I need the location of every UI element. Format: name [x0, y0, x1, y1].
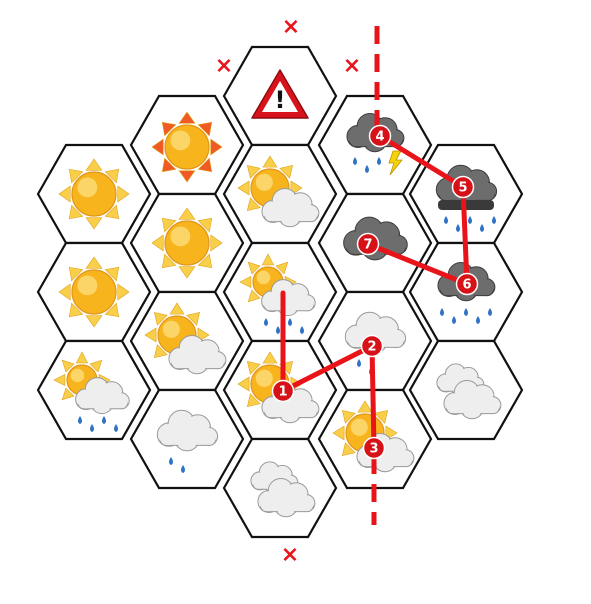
path-segment [377, 133, 466, 190]
rain-drops-icon [440, 308, 492, 324]
warning-glyph: ! [275, 86, 286, 114]
hex-cell[interactable] [129, 290, 245, 392]
path-segment [460, 184, 470, 287]
cloud-icon [75, 377, 130, 415]
hex-cell[interactable]: ! [222, 45, 338, 147]
rain-drops-icon [169, 457, 185, 473]
blocked-x-mark: × [281, 543, 299, 568]
hex-cell[interactable] [129, 192, 245, 294]
path-marker-label: 2 [367, 340, 376, 355]
path-marker: 5 [451, 175, 475, 199]
hex-cell[interactable] [129, 388, 245, 490]
sun-icon [58, 256, 130, 328]
path-overlay: 1 2 3 4 5 6 7 [271, 26, 479, 525]
rain-drops-icon [353, 157, 381, 173]
hex-cell[interactable] [222, 437, 338, 539]
hex-cell[interactable] [36, 143, 152, 245]
path-marker: 4 [368, 124, 392, 148]
hex-cell[interactable] [408, 339, 524, 441]
border-marks: × × × × [215, 15, 361, 568]
path-marker-label: 1 [278, 385, 287, 400]
path-marker: 2 [360, 334, 384, 358]
hex-cell[interactable] [36, 241, 152, 343]
path-segment [280, 343, 375, 394]
rain-drops-icon [78, 416, 118, 432]
path-marker-label: 7 [363, 238, 372, 253]
path-marker: 6 [455, 272, 479, 296]
path-marker-label: 6 [462, 278, 471, 293]
lightning-icon [388, 150, 403, 176]
path-segment [369, 343, 377, 451]
rain-drops-icon [264, 318, 304, 334]
path-marker-label: 3 [369, 442, 378, 457]
path-marker-label: 4 [375, 130, 384, 145]
cloud-icon [257, 477, 316, 518]
path-marker: 1 [271, 379, 295, 403]
warning-icon: ! [251, 69, 309, 119]
cloud-icon [443, 379, 502, 420]
hot-sun-icon [151, 111, 223, 183]
rain-drops-icon [444, 216, 496, 232]
path-segment [365, 241, 470, 287]
blocked-x-mark: × [282, 15, 300, 40]
blocked-x-mark: × [215, 54, 233, 79]
sun-icon [58, 158, 130, 230]
path-marker: 7 [356, 232, 380, 256]
path-marker: 3 [362, 436, 386, 460]
cloud-icon [168, 334, 227, 375]
hex-cell[interactable] [222, 143, 338, 245]
hex-cell[interactable] [222, 241, 338, 343]
path-marker-label: 5 [458, 181, 467, 196]
cloud-icon [156, 409, 219, 452]
blocked-x-mark: × [343, 54, 361, 79]
hex-cell[interactable] [129, 94, 245, 196]
sun-icon [151, 207, 223, 279]
hex-grid: ! [36, 45, 524, 539]
cloud-icon [261, 187, 320, 228]
hex-cell[interactable] [36, 339, 152, 441]
